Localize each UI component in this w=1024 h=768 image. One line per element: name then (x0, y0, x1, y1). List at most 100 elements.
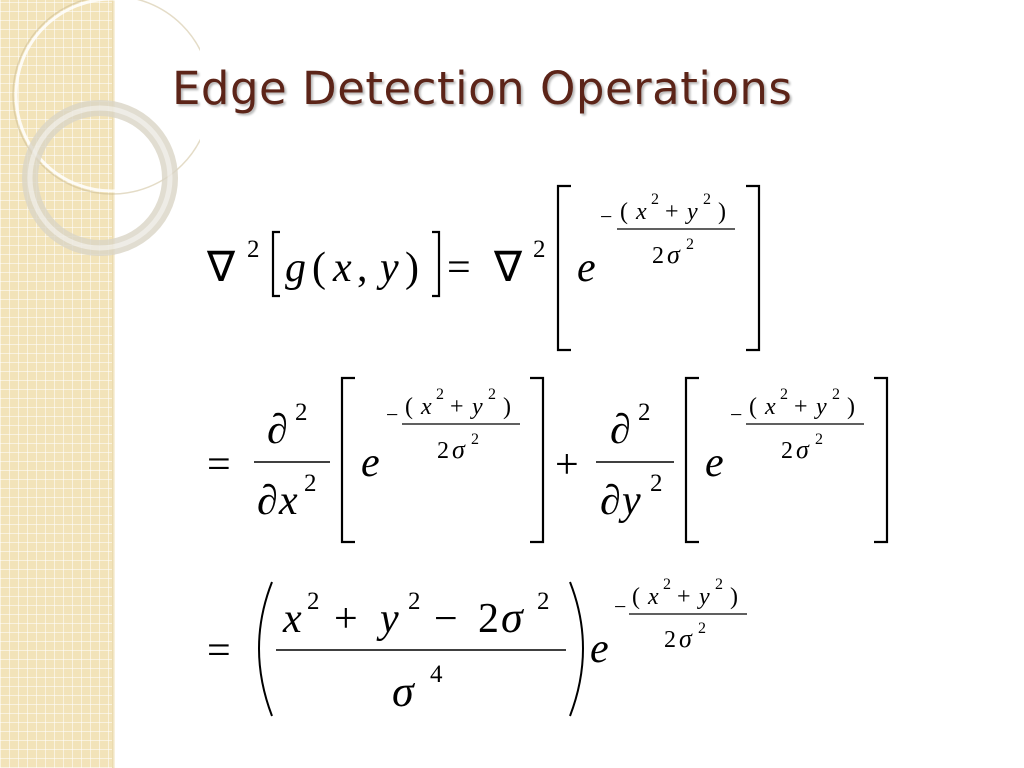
right-paren: ) (847, 394, 855, 420)
left-paren: ( (620, 199, 628, 225)
x-symbol: x (647, 584, 659, 610)
right-paren: ) (503, 394, 511, 420)
exponent-2: 2 (307, 588, 320, 615)
left-paren: ( (405, 394, 413, 420)
y-symbol: y (685, 199, 698, 225)
partial-symbol: ∂ (257, 478, 278, 524)
minus-sign: − (434, 596, 458, 642)
equation-line-2: = ∂ 2 ∂ x 2 e − ( x 2 + y 2 ) 2 σ 2 (207, 376, 889, 544)
exponent-2: 2 (638, 399, 651, 426)
sigma-symbol: σ (392, 667, 416, 716)
exponent-2: 2 (436, 386, 444, 403)
left-paren: ( (632, 584, 640, 610)
big-left-paren (258, 581, 273, 717)
exponent-2: 2 (715, 576, 723, 593)
exponent-2: 2 (533, 236, 546, 263)
right-paren: ) (730, 584, 738, 610)
small-ring-highlight (27, 105, 173, 251)
exponent-2: 2 (780, 386, 788, 403)
tall-right-bracket (874, 376, 889, 544)
sigma-symbol: σ (667, 240, 681, 269)
equals-sign: = (207, 628, 231, 674)
left-paren: ( (749, 394, 757, 420)
e-symbol: e (590, 626, 609, 672)
left-paren: ( (312, 245, 326, 291)
numeral-2: 2 (664, 627, 676, 653)
partial-symbol: ∂ (610, 407, 631, 453)
right-bracket (432, 230, 441, 298)
sigma-symbol: σ (501, 593, 525, 642)
equals-sign: = (447, 245, 471, 291)
right-paren: ) (718, 199, 726, 225)
minus-sign: − (614, 594, 626, 619)
nabla-symbol: ∇ (493, 245, 523, 291)
exponent-4: 4 (430, 661, 443, 688)
e-symbol: e (705, 440, 724, 486)
exponent-2: 2 (703, 191, 711, 208)
y-symbol: y (376, 245, 399, 291)
equation-line-1: ∇ 2 g ( x , y ) = ∇ 2 e − ( x 2 + y 2 (206, 184, 761, 352)
tall-left-bracket (556, 184, 571, 352)
exponent-2: 2 (537, 588, 550, 615)
e-symbol: e (577, 245, 596, 291)
exponent-2: 2 (471, 431, 479, 448)
partial-symbol: ∂ (267, 407, 288, 453)
minus-sign: − (730, 402, 742, 427)
side-band-edge (112, 0, 115, 768)
exponent-2: 2 (815, 431, 823, 448)
x-symbol: x (764, 394, 776, 420)
plus-sign: + (677, 584, 691, 610)
x-symbol: x (420, 394, 432, 420)
plus-sign: + (334, 596, 358, 642)
nabla-symbol: ∇ (206, 245, 236, 291)
partial-symbol: ∂ (600, 478, 621, 524)
sigma-symbol: σ (679, 624, 693, 653)
plus-sign: + (794, 394, 808, 420)
numeral-2: 2 (478, 596, 499, 642)
x-symbol: x (635, 199, 647, 225)
exponent-2: 2 (663, 576, 671, 593)
plus-sign: + (555, 442, 579, 488)
comma: , (357, 245, 368, 291)
equation-line-3: = x 2 + y 2 − 2 σ 2 σ 4 e − ( x 2 + (207, 576, 747, 717)
tall-left-bracket (684, 376, 699, 544)
exponent-2: 2 (408, 588, 421, 615)
x-symbol: x (278, 478, 298, 524)
large-ring-shadow (12, 0, 200, 195)
equals-sign: = (207, 442, 231, 488)
minus-sign: − (386, 402, 398, 427)
decorative-rings (12, 0, 200, 256)
numeral-2: 2 (437, 438, 449, 464)
exponent-2: 2 (304, 470, 317, 497)
y-symbol: y (814, 394, 827, 420)
exponent-2: 2 (247, 236, 260, 263)
minus-sign: − (600, 204, 612, 229)
exponent-2: 2 (651, 191, 659, 208)
small-ring (22, 100, 178, 256)
exponent-2: 2 (832, 386, 840, 403)
exponent-2: 2 (650, 470, 663, 497)
tall-left-bracket (340, 376, 355, 544)
slide-title: Edge Detection Operations (172, 62, 793, 115)
left-bracket (271, 230, 280, 298)
exponent-2: 2 (488, 386, 496, 403)
numeral-2: 2 (652, 243, 664, 269)
plus-sign: + (450, 394, 464, 420)
g-symbol: g (285, 245, 306, 291)
y-symbol: y (618, 478, 641, 524)
tall-right-bracket (530, 376, 545, 544)
e-symbol: e (361, 440, 380, 486)
exponent-2: 2 (686, 236, 694, 253)
exponent-2: 2 (295, 399, 308, 426)
right-paren: ) (405, 245, 419, 291)
large-ring (14, 0, 200, 193)
x-symbol: x (282, 596, 302, 642)
sigma-symbol: σ (796, 435, 810, 464)
y-symbol: y (470, 394, 483, 420)
y-symbol: y (376, 596, 399, 642)
tall-right-bracket (746, 184, 761, 352)
exponent-2: 2 (698, 620, 706, 637)
sigma-symbol: σ (452, 435, 466, 464)
